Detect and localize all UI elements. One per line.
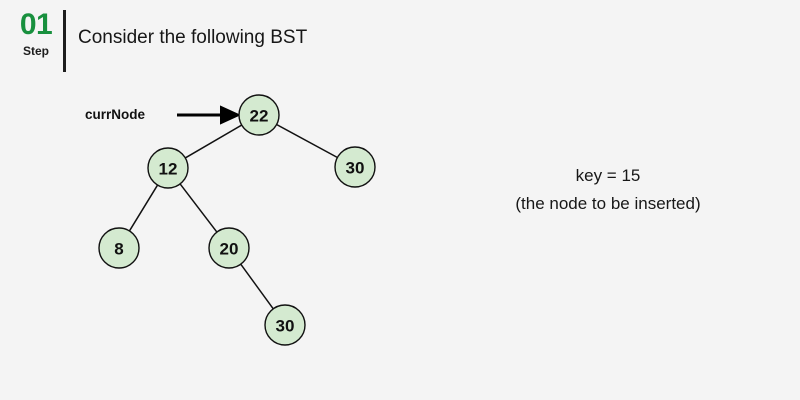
tree-node-label: 22	[250, 107, 269, 126]
tree-node-circle	[208, 227, 250, 269]
caption-line-note: (the node to be inserted)	[515, 194, 701, 214]
page-title: Consider the following BST	[78, 27, 308, 48]
tree-node-label: 20	[220, 240, 239, 259]
pointer-label: currNode	[85, 107, 146, 122]
tree-node-label: 12	[159, 160, 178, 179]
tree-node: 12	[147, 147, 189, 189]
tree-node: 22	[238, 94, 280, 136]
step-badge: 01 Step	[14, 8, 58, 58]
tree-edge	[179, 183, 218, 233]
tree-edge	[184, 124, 243, 159]
tree-edge	[128, 184, 159, 232]
tree-node-circle	[238, 94, 280, 136]
tree-node: 30	[334, 146, 376, 188]
tree-edges	[128, 123, 338, 310]
tree-node: 20	[208, 227, 250, 269]
tree-node-circle	[98, 227, 140, 269]
tree-node-circle	[147, 147, 189, 189]
tree-node-label: 30	[276, 317, 295, 336]
tree-node-label: 30	[346, 159, 365, 178]
tree-node-circle	[334, 146, 376, 188]
step-label: Step	[22, 44, 49, 58]
tree-nodes: 22 12 30 8 20 30	[98, 94, 376, 346]
tree-node: 30	[264, 304, 306, 346]
tree-edge	[276, 123, 338, 159]
tree-node-circle	[264, 304, 306, 346]
tree-edge	[240, 263, 274, 310]
header-divider	[63, 10, 66, 72]
tree-node-label: 8	[114, 240, 123, 259]
key-caption: key = 15 (the node to be inserted)	[458, 162, 758, 218]
tree-node: 8	[98, 227, 140, 269]
step-number: 01	[19, 8, 53, 41]
caption-line-key: key = 15	[575, 166, 641, 185]
